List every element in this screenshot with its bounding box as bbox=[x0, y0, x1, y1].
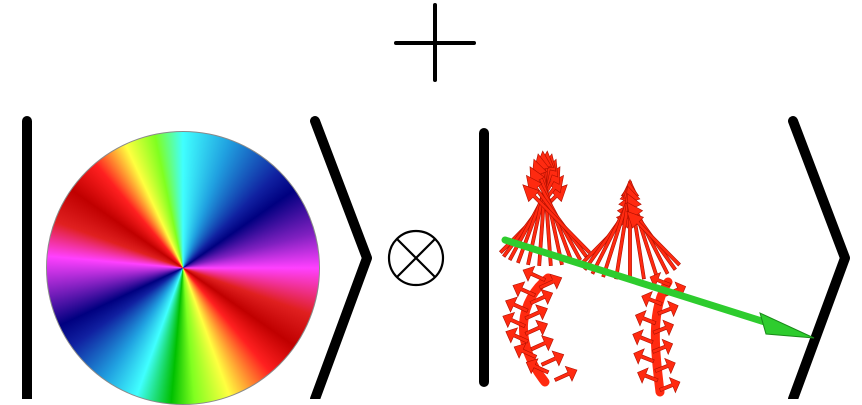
ket-right-angle bbox=[315, 121, 367, 399]
spin-arrow-lobe-left-9 bbox=[531, 336, 554, 351]
spin-lobe-stem-1 bbox=[655, 282, 668, 392]
spin-arrow-lobe-left-11 bbox=[541, 351, 564, 366]
spin-arrow-lobe-left-7 bbox=[525, 320, 548, 335]
spin-arrow-field-icon bbox=[499, 151, 814, 393]
spin-arrow-lobe-left-13 bbox=[554, 366, 577, 381]
plus-icon bbox=[396, 5, 474, 80]
ket-right-angle-2 bbox=[793, 121, 845, 399]
spin-arrow-b-10 bbox=[627, 211, 681, 266]
spin-arrow-lobe-left-0 bbox=[523, 266, 546, 281]
tensor-product-icon bbox=[389, 231, 443, 285]
spin-arrow-lobe-right-6 bbox=[633, 330, 654, 345]
spin-arrow-lobe-right-8 bbox=[634, 349, 655, 364]
